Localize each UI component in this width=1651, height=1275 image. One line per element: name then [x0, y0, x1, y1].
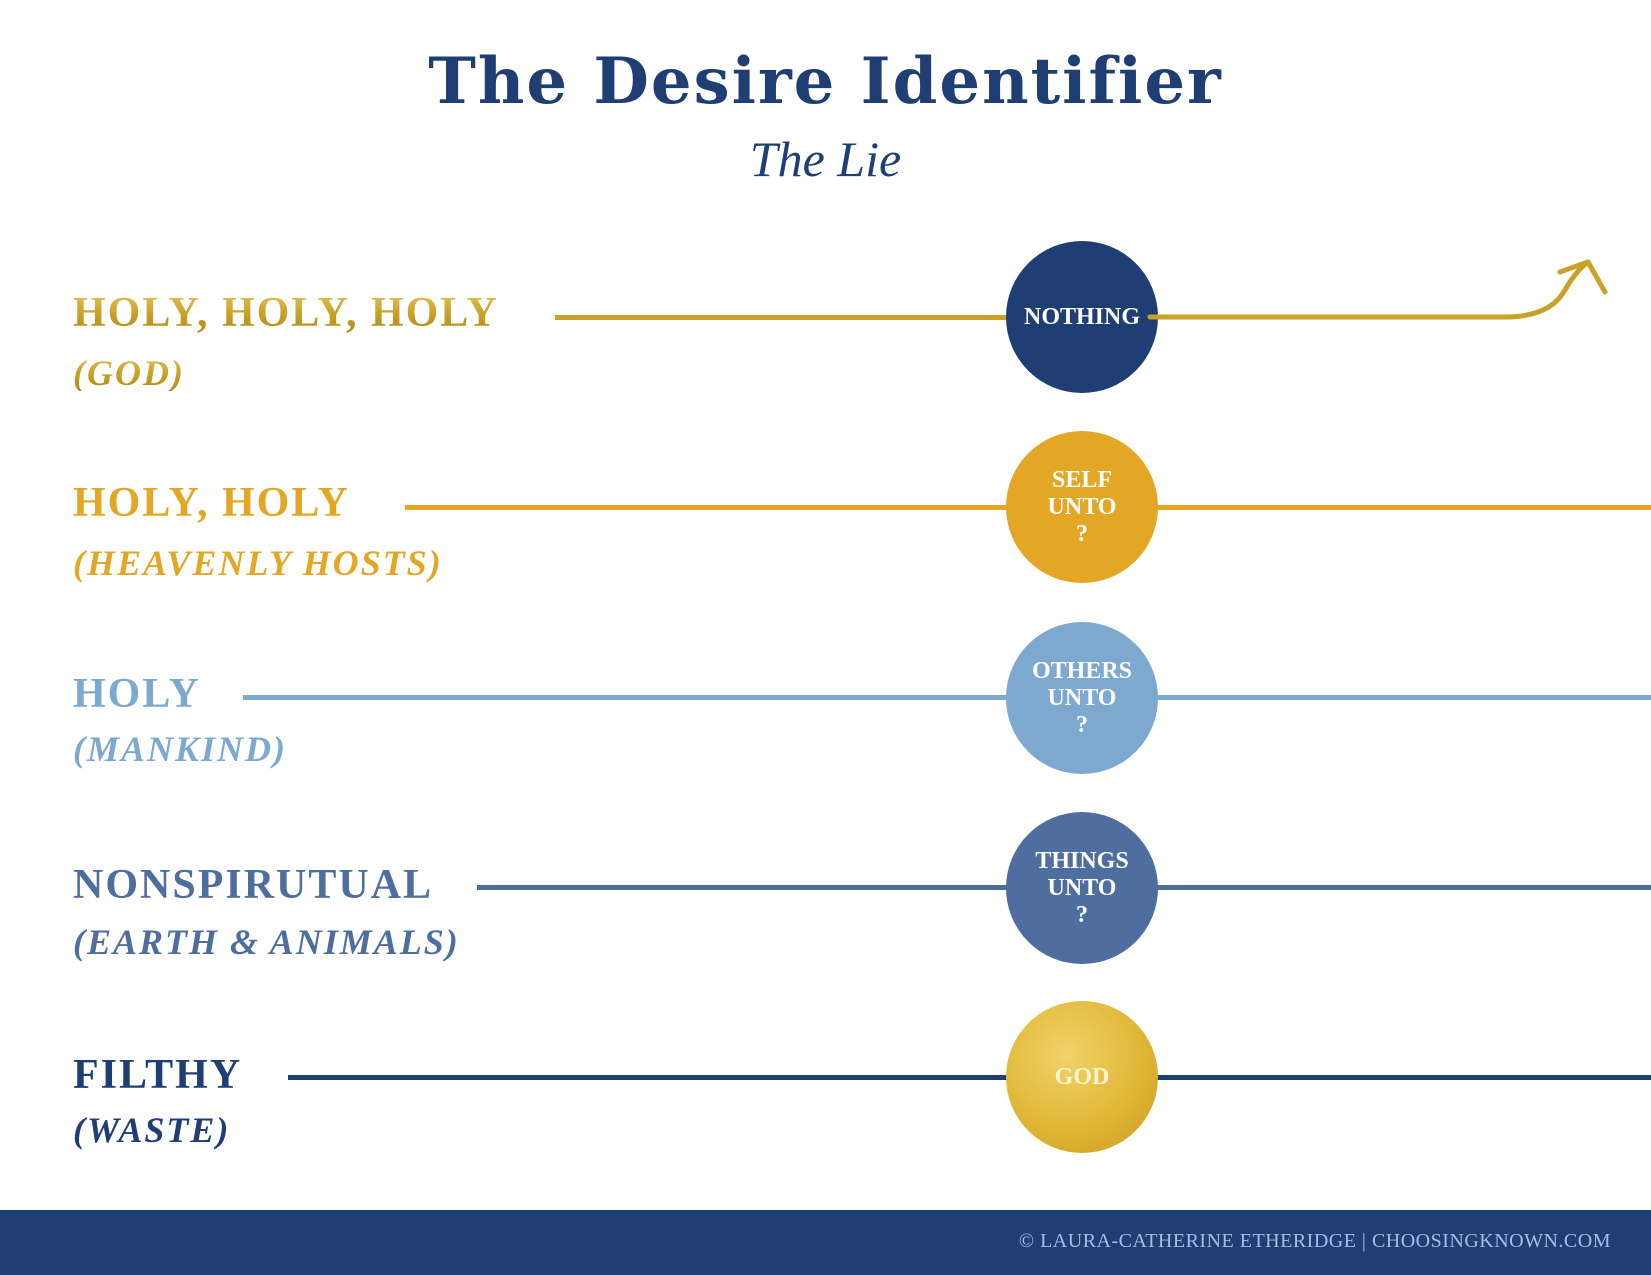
level-circle-god: GOD [1006, 1001, 1158, 1153]
level-line-left [555, 315, 1010, 320]
footer-bar: © LAURA-CATHERINE ETHERIDGE | CHOOSINGKN… [0, 1210, 1651, 1275]
page-title: The Desire Identifier [428, 44, 1223, 119]
page-subtitle: The Lie [749, 131, 902, 187]
level-line-right [1155, 885, 1651, 890]
level-circle-things: THINGS UNTO ? [1006, 812, 1158, 964]
copyright-text: © LAURA-CATHERINE ETHERIDGE | CHOOSINGKN… [1018, 1230, 1611, 1252]
level-sublabel: (HEAVENLY HOSTS) [73, 543, 443, 583]
level-label: HOLY [73, 671, 201, 717]
level-sublabel: (EARTH & ANIMALS) [73, 922, 460, 962]
level-circle-nothing: NOTHING [1006, 241, 1158, 393]
level-circle-others: OTHERS UNTO ? [1006, 622, 1158, 774]
level-line-left [243, 695, 1010, 700]
level-label: FILTHY [73, 1052, 243, 1098]
level-line-left [477, 885, 1010, 890]
level-line-left [405, 505, 1010, 510]
level-label: HOLY, HOLY [73, 480, 350, 526]
level-line-left [288, 1075, 1010, 1080]
level-sublabel: (MANKIND) [73, 729, 288, 769]
upward-arrow-icon [1147, 259, 1608, 320]
level-line-right [1155, 505, 1651, 510]
level-sublabel: (GOD) [73, 353, 185, 393]
level-circle-self: SELF UNTO ? [1006, 431, 1158, 583]
level-sublabel: (WASTE) [73, 1110, 231, 1150]
level-line-right [1155, 695, 1651, 700]
level-label: HOLY, HOLY, HOLY [73, 290, 499, 336]
level-label: NONSPIRUTUAL [73, 862, 434, 908]
level-line-right [1155, 1075, 1651, 1080]
